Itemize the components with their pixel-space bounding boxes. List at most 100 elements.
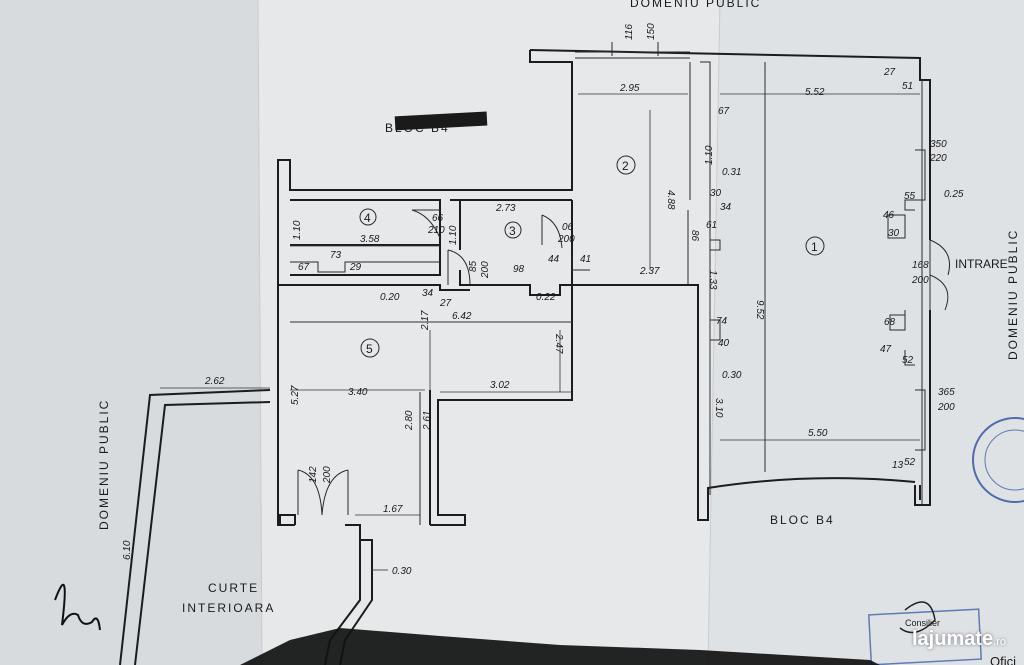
svg-text:2.73: 2.73 <box>495 203 516 214</box>
svg-text:30: 30 <box>888 228 900 239</box>
svg-text:1.10: 1.10 <box>448 225 459 245</box>
svg-text:3.02: 3.02 <box>490 380 510 391</box>
svg-text:365: 365 <box>938 387 955 398</box>
photo-shadow <box>240 628 880 665</box>
svg-text:66: 66 <box>432 213 444 224</box>
svg-text:0.30: 0.30 <box>392 566 412 577</box>
svg-text:40: 40 <box>718 338 730 349</box>
door-hall <box>447 249 471 286</box>
label-interioara: INTERIOARA <box>182 601 275 615</box>
room-marker-5: 5 <box>360 338 380 358</box>
svg-text:2.61: 2.61 <box>422 411 433 431</box>
svg-text:34: 34 <box>422 288 434 299</box>
room-marker-4: 4 <box>359 208 377 226</box>
svg-text:1.10: 1.10 <box>704 145 715 165</box>
svg-text:1.67: 1.67 <box>383 504 403 515</box>
paper-center <box>258 0 720 665</box>
svg-text:150: 150 <box>646 23 657 40</box>
svg-text:200: 200 <box>480 261 491 279</box>
paper-left <box>0 0 262 665</box>
svg-text:06: 06 <box>562 222 574 233</box>
svg-text:0.31: 0.31 <box>722 167 741 178</box>
svg-text:2.17: 2.17 <box>420 310 431 331</box>
svg-text:200: 200 <box>322 466 333 484</box>
door-room4 <box>411 209 441 239</box>
svg-text:2.37: 2.37 <box>639 266 660 277</box>
svg-text:142: 142 <box>308 466 319 483</box>
svg-text:220: 220 <box>929 153 947 164</box>
svg-text:4.88: 4.88 <box>665 190 676 210</box>
svg-text:74: 74 <box>716 316 728 327</box>
svg-text:86: 86 <box>689 230 700 242</box>
svg-text:27: 27 <box>439 298 452 309</box>
svg-text:0.30: 0.30 <box>722 370 742 381</box>
svg-text:3.10: 3.10 <box>713 398 724 418</box>
courtyard-wall <box>119 389 271 665</box>
door-room5 <box>297 469 349 516</box>
svg-text:3: 3 <box>509 224 516 238</box>
outer-wall-bottom <box>430 284 916 526</box>
svg-text:5.50: 5.50 <box>808 428 828 439</box>
watermark-logo: lajumate.ro <box>912 628 1006 650</box>
svg-text:13: 13 <box>892 460 904 471</box>
door-entrance <box>929 239 950 311</box>
svg-text:116: 116 <box>624 24 635 40</box>
svg-text:1: 1 <box>811 240 818 254</box>
label-consilier: Consilier <box>905 618 940 628</box>
label-intrare: INTRARE <box>955 257 1008 271</box>
svg-text:3.40: 3.40 <box>348 387 368 398</box>
svg-text:30: 30 <box>710 188 722 199</box>
svg-text:5.27: 5.27 <box>290 385 301 405</box>
svg-text:2.95: 2.95 <box>619 83 640 94</box>
svg-text:51: 51 <box>902 81 913 92</box>
svg-text:2.47: 2.47 <box>553 333 564 354</box>
svg-text:55: 55 <box>904 191 916 202</box>
svg-text:2: 2 <box>622 159 629 173</box>
room-marker-2: 2 <box>616 155 636 175</box>
svg-text:67: 67 <box>718 106 730 117</box>
signature <box>54 584 101 631</box>
svg-text:2.62: 2.62 <box>204 376 225 387</box>
paper-right <box>708 0 1024 665</box>
svg-text:200: 200 <box>911 275 929 286</box>
svg-text:85: 85 <box>468 260 479 272</box>
label-bloc-bottom: BLOC B4 <box>770 513 835 527</box>
svg-text:73: 73 <box>330 250 342 261</box>
svg-text:6.10: 6.10 <box>122 540 133 560</box>
svg-text:2.80: 2.80 <box>404 410 415 431</box>
svg-text:68: 68 <box>884 317 896 328</box>
label-curte: CURTE <box>208 581 259 595</box>
label-domeniu-left: DOMENIU PUBLIC <box>97 399 111 530</box>
svg-text:6.42: 6.42 <box>452 311 472 322</box>
label-domeniu-right: DOMENIU PUBLIC <box>1006 229 1020 360</box>
svg-text:27: 27 <box>883 67 896 78</box>
svg-text:9.52: 9.52 <box>754 300 765 320</box>
door-room3 <box>541 214 563 249</box>
svg-text:44: 44 <box>548 254 560 265</box>
svg-text:200: 200 <box>937 402 955 413</box>
label-oficiu: Ofici <box>990 654 1016 665</box>
svg-text:0.25: 0.25 <box>944 189 964 200</box>
svg-text:1.33: 1.33 <box>707 270 718 290</box>
outer-wall-top <box>277 50 573 526</box>
svg-text:4: 4 <box>364 211 371 225</box>
redaction-bar <box>394 111 488 131</box>
svg-text:67: 67 <box>298 262 310 273</box>
svg-text:5: 5 <box>366 342 373 356</box>
svg-text:350: 350 <box>930 139 947 150</box>
stamp-seal <box>867 417 1024 665</box>
svg-text:3.58: 3.58 <box>360 234 380 245</box>
svg-text:41: 41 <box>580 254 591 265</box>
svg-text:168: 168 <box>912 260 929 271</box>
room-marker-1: 1 <box>805 236 825 256</box>
room-marker-3: 3 <box>504 221 522 239</box>
svg-text:1.10: 1.10 <box>292 220 303 240</box>
svg-text:47: 47 <box>880 344 892 355</box>
svg-text:52: 52 <box>904 457 916 468</box>
svg-text:34: 34 <box>720 202 732 213</box>
svg-text:0.22: 0.22 <box>536 292 556 303</box>
svg-text:46: 46 <box>883 210 895 221</box>
label-domeniu-top: DOMENIU PUBLIC <box>630 0 761 10</box>
